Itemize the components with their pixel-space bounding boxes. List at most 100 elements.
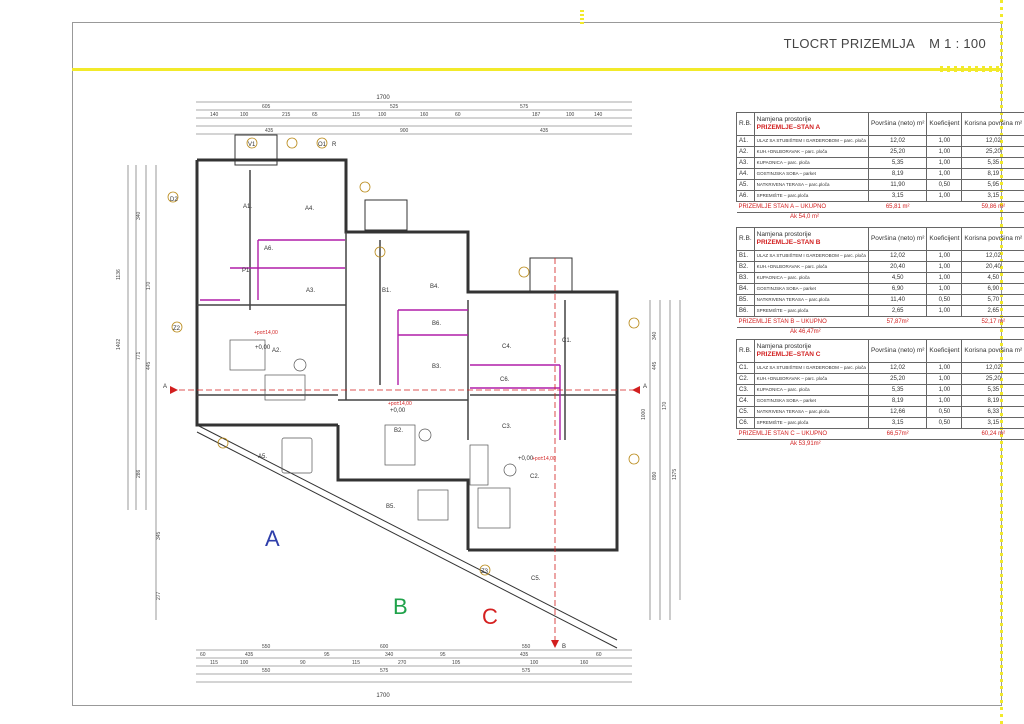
col-usable: Korisna površina m² <box>961 227 1024 251</box>
col-usable: Korisna površina m² <box>961 339 1024 363</box>
dim-right-890: 890 <box>652 471 658 480</box>
room-a6: A6. <box>264 246 273 252</box>
section-mark-a-right: A <box>643 384 647 390</box>
room-a4: A4. <box>305 206 314 212</box>
dim-bot-575: 575 <box>380 668 389 674</box>
dim-bot-160: 160 <box>580 660 589 666</box>
dim-right-170: 170 <box>662 401 668 410</box>
dim-bot-95b: 95 <box>440 652 446 658</box>
overall-width-top: 1700 <box>376 95 390 101</box>
zone-label-b: B <box>393 594 408 619</box>
bubble-o1: O1 <box>318 142 327 148</box>
section-mark-a-left: A <box>163 384 167 390</box>
room-b3: B3. <box>432 364 441 370</box>
section-line <box>170 258 640 640</box>
elevation-b: +0,00 <box>390 408 406 414</box>
level-labels: +po±14,00 +po±14,00 +po±14,00 <box>254 330 556 462</box>
interior-walls <box>197 170 617 440</box>
col-area: Površina (neto) m² <box>867 227 928 251</box>
table-title: PRIZEMLJE–STAN B <box>756 239 821 246</box>
table-row: C1.ULAZ SA STUBIŠTEM I GARDEROBOM – parc… <box>736 362 1024 374</box>
room-c1: C1. <box>562 338 572 344</box>
dim-bot-100b: 100 <box>530 660 539 666</box>
plan-scale: M 1 : 100 <box>929 36 986 51</box>
room-c2: C2. <box>530 474 540 480</box>
dim-bot-550b: 550 <box>522 644 531 650</box>
dimension-lines-bottom <box>196 649 632 683</box>
dim-top-575: 575 <box>520 104 529 110</box>
ak-stan-a: Ak 54,0 m² <box>790 214 820 220</box>
dim-top-525: 525 <box>390 104 399 110</box>
dim-bot-550: 550 <box>262 644 271 650</box>
room-b5: B5. <box>386 504 395 510</box>
room-b1: B1. <box>382 288 391 294</box>
level-c: +po±14,00 <box>532 456 556 462</box>
room-c3: C3. <box>502 424 512 430</box>
room-bubbles <box>167 137 640 576</box>
dim-left-170: 170 <box>146 281 152 290</box>
col-rb: R.B. <box>736 339 755 363</box>
dim-bot-435: 435 <box>245 652 254 658</box>
dimension-lines-top <box>196 101 632 135</box>
col-rb: R.B. <box>736 112 755 136</box>
yellow-title-line <box>72 68 1002 71</box>
bubble-v1: V1 <box>248 142 256 148</box>
dim-top-60: 60 <box>455 112 461 118</box>
partition-walls <box>200 239 561 440</box>
dim-top-160: 160 <box>420 112 429 118</box>
dim-left-445: 445 <box>146 361 152 370</box>
elevation-a: +0,00 <box>255 345 271 351</box>
dim-left-345: 345 <box>156 531 162 540</box>
col-coef: Koeficijent <box>926 339 963 363</box>
col-coef: Koeficijent <box>926 227 963 251</box>
dim-top-100b: 100 <box>378 112 387 118</box>
room-a2: A2. <box>272 348 281 354</box>
dim-top-187: 187 <box>532 112 541 118</box>
dim-left-771: 771 <box>136 351 142 360</box>
bubble-r: R <box>332 142 337 148</box>
yellow-dots-top <box>580 10 584 24</box>
col-coef: Koeficijent <box>926 112 963 136</box>
dim-right-445: 445 <box>652 361 658 370</box>
table-title: PRIZEMLJE–STAN A <box>756 124 821 131</box>
section-markers <box>170 386 640 648</box>
table-row: B1.ULAZ SA STUBIŠTEM I GARDEROBOM – parc… <box>736 250 1024 262</box>
ak-stan-b: Ak 46,47m² <box>790 329 821 335</box>
zone-label-a: A <box>265 526 280 551</box>
bubble-d2: D2 <box>170 197 178 203</box>
dim-bot-340: 340 <box>385 652 394 658</box>
dim-top-900: 900 <box>400 128 409 134</box>
col-area: Površina (neto) m² <box>867 112 928 136</box>
dim-bot-115: 115 <box>210 660 218 666</box>
bubble-p1: P1 <box>242 268 250 274</box>
room-b4: B4. <box>430 284 439 290</box>
col-area: Površina (neto) m² <box>867 339 928 363</box>
bubble-z2: Z2 <box>173 326 181 332</box>
room-b2: B2. <box>394 428 403 434</box>
room-a1: A1. <box>243 204 252 210</box>
dim-left-277: 277 <box>156 591 162 600</box>
dim-bot-435b: 435 <box>520 652 529 658</box>
plan-title: TLOCRT PRIZEMLJA <box>783 36 916 51</box>
dim-bot-100: 100 <box>240 660 249 666</box>
dimension-lines-left <box>127 165 157 620</box>
dimension-lines-right <box>649 300 681 620</box>
dim-bot-60b: 60 <box>596 652 602 658</box>
dim-top-115: 115 <box>352 112 360 118</box>
dim-left-340: 340 <box>136 211 142 220</box>
dim-bot-60: 60 <box>200 652 206 658</box>
